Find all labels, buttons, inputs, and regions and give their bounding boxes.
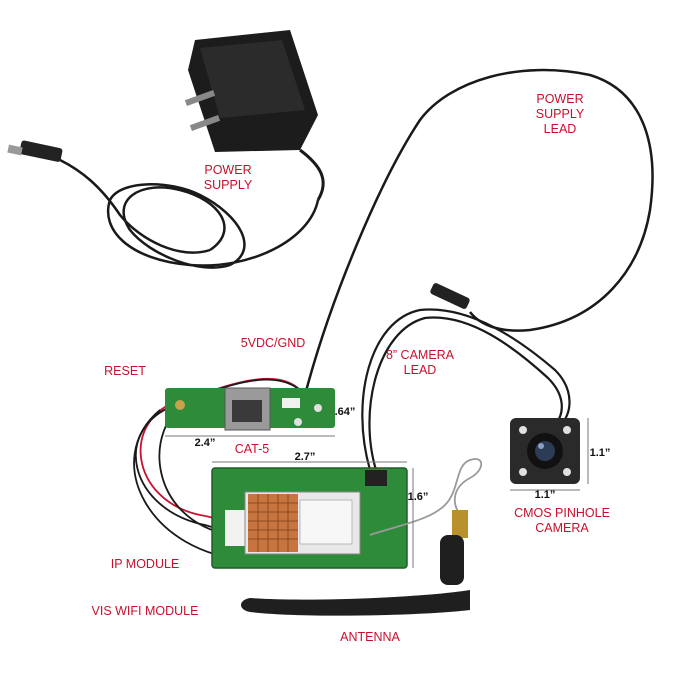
power-supply-lead-label-line1: POWER — [536, 92, 584, 106]
cmos-camera-label-line1: CMOS PINHOLE — [514, 506, 610, 520]
cmos-camera-label: CMOS PINHOLE CAMERA — [502, 506, 622, 536]
power-supply-lead-label-line3: LEAD — [543, 122, 577, 136]
power-supply-lead-cable — [303, 68, 654, 396]
camera-lead-label-line2: LEAD — [403, 363, 437, 377]
camera-height-dimension: 1.1” — [589, 447, 611, 459]
power-adapter — [184, 30, 325, 201]
ip-module-label: IP MODULE — [110, 557, 180, 571]
cat5-label: CAT-5 — [234, 442, 270, 456]
power-supply-label-line2: SUPPLY — [203, 178, 253, 192]
power-supply-label-line1: POWER — [204, 163, 252, 177]
module-width-dimension: 1.6” — [407, 491, 429, 503]
camera-width-dimension: 1.1” — [534, 489, 556, 501]
copper-heatsink — [248, 494, 298, 552]
antenna-pigtail — [369, 458, 483, 536]
cat5-interface-board — [165, 387, 335, 431]
pinhole-camera — [510, 418, 580, 484]
sma-connector — [452, 510, 468, 538]
board-width-dimension: .64” — [334, 406, 356, 418]
antenna-label: ANTENNA — [340, 630, 400, 644]
lead-connector — [430, 283, 470, 309]
dimension-lines — [165, 418, 589, 568]
camera-lead-cable — [361, 308, 571, 471]
module-length-dimension: 2.7” — [294, 451, 316, 463]
vdc-gnd-label: 5VDC/GND — [240, 336, 306, 350]
reset-label: RESET — [104, 364, 146, 378]
power-supply-label: POWER SUPPLY — [183, 163, 273, 193]
camera-lead-label: 8” CAMERA LEAD — [370, 348, 470, 378]
dc-plug — [7, 140, 63, 162]
power-supply-lead-label-line2: SUPPLY — [535, 107, 585, 121]
cmos-camera-label-line2: CAMERA — [535, 521, 589, 535]
camera-lead-label-line1: 8” CAMERA — [385, 348, 455, 362]
power-supply-cable — [29, 150, 320, 269]
vis-wifi-module-label: VIS WIFI MODULE — [91, 604, 199, 618]
power-supply-lead-label: POWER SUPPLY LEAD — [515, 92, 605, 137]
antenna — [241, 535, 470, 616]
board-length-dimension: 2.4” — [194, 437, 216, 449]
